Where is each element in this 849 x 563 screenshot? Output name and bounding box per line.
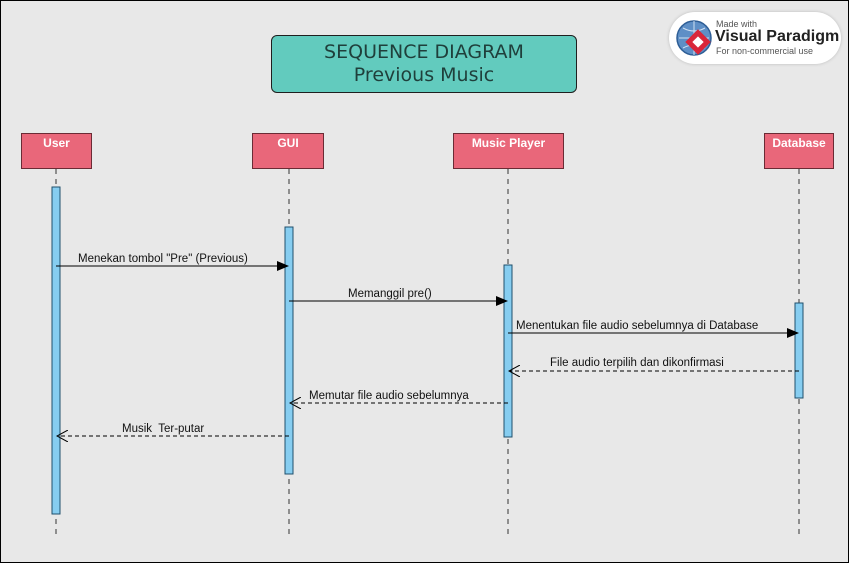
message-3-label: Menentukan file audio sebelumnya di Data… xyxy=(516,320,758,332)
message-5-label: Memutar file audio sebelumnya xyxy=(309,390,469,402)
diagram-title: SEQUENCE DIAGRAM Previous Music xyxy=(271,35,577,93)
activation-player xyxy=(503,264,513,438)
lifeline-database-head: Database xyxy=(764,133,834,169)
watermark-note: For non-commercial use xyxy=(716,46,814,56)
message-2-label: Memanggil pre() xyxy=(348,288,432,300)
activation-database xyxy=(794,302,804,399)
title-line-1: SEQUENCE DIAGRAM xyxy=(324,41,524,63)
lifeline-music-player-head: Music Player xyxy=(453,133,564,169)
activation-gui xyxy=(284,226,294,475)
message-6-label: Musik Ter-putar xyxy=(122,423,204,435)
message-1-label: Menekan tombol "Pre" (Previous) xyxy=(78,253,248,265)
watermark-brand: Visual Paradigm xyxy=(715,28,840,45)
lifeline-gui-head: GUI xyxy=(252,133,324,169)
message-4-label: File audio terpilih dan dikonfirmasi xyxy=(550,357,724,369)
title-line-2: Previous Music xyxy=(353,64,495,86)
visual-paradigm-logo-icon xyxy=(676,20,712,56)
visual-paradigm-watermark: Made with Visual Paradigm For non-commer… xyxy=(669,12,841,64)
activation-user xyxy=(51,186,61,515)
lifeline-user-head: User xyxy=(21,133,92,169)
watermark-made-with: Made with xyxy=(716,19,758,29)
